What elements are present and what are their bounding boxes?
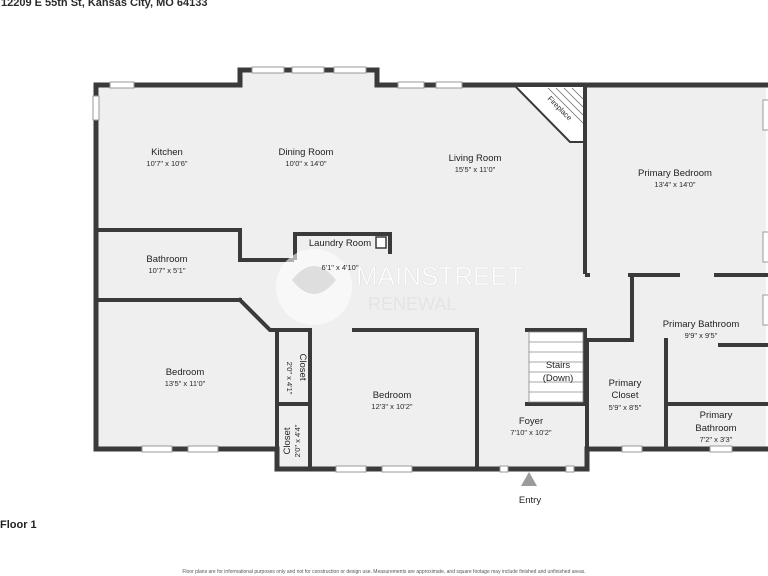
room-name-laundry: Laundry Room	[309, 238, 371, 249]
watermark-line1: MAINSTREET	[356, 261, 524, 291]
openings	[590, 271, 714, 279]
fireplace-hatch	[547, 87, 585, 125]
room-name-closet-2: Closet	[282, 427, 293, 454]
room-name-stairs: Stairs	[546, 360, 571, 371]
laundry-utility-box	[375, 236, 387, 249]
room-name-primary-closet: Primary	[609, 378, 642, 389]
room-name2-primary-bathroom-2: Bathroom	[695, 423, 736, 434]
room-name-foyer: Foyer	[519, 416, 543, 427]
entry-label: Entry	[519, 495, 541, 506]
room-dims-primary-closet: 5'9" x 8'5"	[609, 403, 642, 412]
room-name-closet-1: Closet	[297, 354, 308, 381]
room-name-living: Living Room	[449, 153, 502, 164]
room-dims-primary-bathroom-1: 9'9" x 9'5"	[685, 331, 718, 340]
room-dims-foyer: 7'10" x 10'2"	[510, 428, 551, 437]
room-dims-living: 15'5" x 11'0"	[455, 165, 496, 174]
room-name2-primary-closet: Closet	[612, 390, 639, 401]
room-dims-closet-2: 2'0" x 4'4"	[293, 424, 302, 457]
room-dims-dining: 10'0" x 14'0"	[285, 159, 326, 168]
address-header: 12209 E 55th St, Kansas City, MO 64133	[1, 0, 208, 9]
room-dims-laundry: 6'1" x 4'10"	[322, 263, 359, 272]
room-name-kitchen: Kitchen	[151, 147, 183, 158]
windows	[92, 66, 768, 473]
room-dims-kitchen: 10'7" x 10'6"	[146, 159, 187, 168]
room-sub-stairs: (Down)	[543, 373, 574, 384]
watermark-logo	[276, 249, 352, 325]
room-dims-primary-bathroom-2: 7'2" x 3'3"	[700, 435, 733, 444]
stairs-detail	[528, 331, 584, 403]
watermark-line2: RENEWAL	[368, 294, 456, 314]
room-name-primary-bathroom-2: Primary	[700, 410, 733, 421]
room-name-bathroom: Bathroom	[146, 254, 187, 265]
disclaimer-footer: Floor plans are for informational purpos…	[182, 569, 586, 575]
exterior-wall-bottom	[274, 446, 768, 472]
entry-arrow-icon	[521, 472, 537, 486]
room-name-primary-bathroom-1: Primary Bathroom	[663, 319, 740, 330]
room-dims-primary-bedroom: 13'4" x 14'0"	[654, 180, 695, 189]
room-dims-closet-1: 2'0" x 4'1"	[285, 362, 294, 395]
room-name-bedroom-2: Bedroom	[373, 390, 412, 401]
floor-label: Floor 1	[0, 519, 37, 531]
room-name-bedroom-1: Bedroom	[166, 367, 205, 378]
floor-fill	[96, 70, 766, 469]
room-name-primary-bedroom: Primary Bedroom	[638, 168, 712, 179]
exterior-wall	[93, 67, 768, 88]
room-dims-bedroom-1: 13'5" x 11'0"	[165, 379, 206, 388]
interior-walls	[94, 84, 768, 471]
room-name-dining: Dining Room	[279, 147, 334, 158]
room-dims-bedroom-2: 12'3" x 10'2"	[371, 402, 412, 411]
room-dims-bathroom: 10'7" x 5'1"	[149, 266, 186, 275]
